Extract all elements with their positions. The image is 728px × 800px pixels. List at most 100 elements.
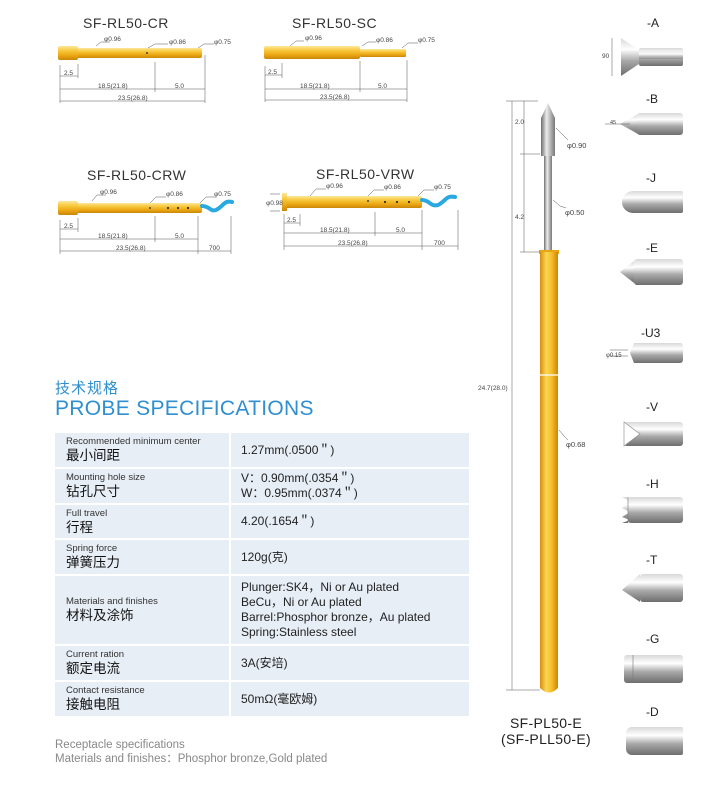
tip-b-label: -B (646, 92, 658, 106)
probe-name: SF-PL50-E (510, 715, 582, 731)
tip-b-angle: 45 (610, 120, 617, 126)
spec-label-en: Recommended minimum center (66, 436, 201, 447)
spec-title-cn: 技术规格 (55, 380, 120, 397)
tip-b-drawing (605, 113, 683, 135)
spec-label-cn: 行程 (66, 519, 93, 535)
probe-total-length: 24.7(28.0) (478, 385, 508, 392)
tip-g-drawing (624, 655, 683, 683)
probe-barrel-diameter: φ0.68 (566, 440, 586, 449)
receptacle-cr-title: SF-RL50-CR (83, 15, 169, 31)
spec-value: W：0.95mm(.0374＂) (241, 486, 358, 500)
spec-row-current: Current ration 额定电流 3A(安培) (55, 645, 469, 681)
spec-row-spring-force: Spring force 弹簧压力 120g(克) (55, 539, 469, 575)
spec-value: Spring:Stainless steel (241, 625, 357, 639)
receptacle-vrw-drawing (270, 188, 459, 250)
receptacle-crw-len-3: 5.0 (175, 233, 185, 240)
spec-value: Barrel:Phosphor bronze，Au plated (241, 610, 431, 624)
receptacle-sc-len-3: 5.0 (378, 83, 388, 90)
spec-row-center: Recommended minimum center 最小间距 1.27mm(.… (55, 433, 469, 468)
receptacle-crw-drawing (58, 194, 234, 254)
tip-a-label: -A (647, 16, 659, 30)
spec-row-hole-size: Mounting hole size 钻孔尺寸 V：0.90mm(.0354＂)… (55, 468, 469, 504)
tip-t-label: -T (646, 553, 658, 567)
receptacle-crw-title: SF-RL50-CRW (87, 167, 187, 183)
tip-h-label: -H (646, 477, 659, 491)
probe-plunger-diameter: φ0.50 (565, 208, 585, 217)
receptacle-vrw-len-4: 23.5(26.8) (338, 240, 368, 247)
receptacle-crw-len-5: 700 (209, 245, 220, 252)
tip-j-label: -J (646, 171, 656, 185)
receptacle-note-line-2: Materials and finishes：Phosphor bronze,G… (55, 753, 328, 765)
tip-d-label: -D (646, 705, 659, 719)
receptacle-vrw-len-3: 5.0 (396, 227, 406, 234)
tip-u3-drawing (610, 343, 683, 363)
receptacle-vrw-dia-1: φ0.96 (326, 183, 343, 190)
receptacle-vrw-dia-3: φ0.75 (434, 184, 451, 191)
receptacle-cr-dia-2: φ0.86 (169, 39, 186, 46)
spec-row-resistance: Contact resistance 接触电阻 50mΩ(毫欧姆) (55, 681, 469, 717)
receptacle-sc-title: SF-RL50-SC (292, 15, 378, 31)
spec-value: BeCu，Ni or Au plated (241, 595, 362, 609)
receptacle-cr-len-1: 2.5 (64, 70, 74, 77)
receptacle-sc-drawing (264, 40, 418, 102)
receptacle-sc-dia-2: φ0.86 (376, 37, 393, 44)
receptacle-vrw-len-2: 18.5(21.8) (320, 227, 350, 234)
tip-t-drawing (622, 574, 683, 602)
receptacle-vrw-dia-4: φ0.98 (266, 200, 283, 207)
spec-label-cn: 接触电阻 (66, 697, 120, 712)
spec-label-cn: 钻孔尺寸 (66, 484, 120, 499)
probe-alt-name: (SF-PLL50-E) (501, 731, 591, 747)
tip-j-drawing (622, 191, 683, 213)
receptacle-vrw-dia-2: φ0.86 (384, 184, 401, 191)
receptacle-crw-len-2: 18.5(21.8) (98, 233, 128, 240)
tip-e-label: -E (646, 241, 658, 255)
spec-value: Plunger:SK4，Ni or Au plated (241, 580, 400, 594)
receptacle-vrw-len-5: 700 (434, 240, 445, 247)
spec-label-en: Contact resistance (66, 685, 145, 696)
tip-v-drawing (623, 421, 683, 447)
spec-label-en: Materials and finishes (66, 596, 158, 607)
spec-label-cn: 材料及涂饰 (66, 608, 134, 623)
tip-a-drawing (611, 38, 683, 76)
tip-u3-dia: φ0.15 (606, 353, 622, 359)
receptacle-sc-len-1: 2.5 (268, 69, 278, 76)
spec-row-travel: Full travel 行程 4.20(.1654＂) (55, 504, 469, 539)
tip-v-label: -V (646, 400, 658, 414)
spec-label-cn: 额定电流 (66, 661, 120, 676)
receptacle-cr-dia-3: φ0.75 (214, 39, 231, 46)
tip-a-angle: 90 (602, 53, 610, 60)
probe-drawing (506, 100, 569, 693)
receptacle-cr-len-2: 18.5(21.8) (98, 83, 128, 90)
spec-label-en: Spring force (66, 543, 118, 554)
tip-d-drawing (626, 727, 683, 755)
probe-tip-length: 2.0 (515, 119, 525, 126)
receptacle-crw-dia-1: φ0.96 (100, 189, 117, 196)
tip-h-drawing (622, 497, 683, 523)
receptacle-vrw-len-1: 2.5 (287, 217, 297, 224)
receptacle-cr-drawing (58, 41, 214, 103)
receptacle-sc-dia-3: φ0.75 (418, 37, 435, 44)
receptacle-cr-dia-1: φ0.96 (104, 36, 121, 43)
receptacle-cr-len-3: 5.0 (175, 83, 185, 90)
spec-label-cn: 最小间距 (66, 448, 120, 463)
spec-value: 120g(克) (241, 549, 288, 564)
receptacle-cr-len-4: 23.5(26.8) (118, 95, 148, 102)
spec-value: V：0.90mm(.0354＂) (241, 471, 355, 485)
probe-plunger-length: 4.2 (515, 214, 525, 221)
spec-label-en: Full travel (66, 507, 108, 519)
receptacle-crw-len-1: 2.5 (64, 223, 74, 230)
receptacle-sc-dia-1: φ0.96 (305, 35, 322, 42)
spec-label-en: Mounting hole size (66, 472, 146, 483)
spec-value: 1.27mm(.0500＂) (241, 442, 335, 457)
tip-u3-label: -U3 (641, 326, 661, 340)
receptacle-crw-len-4: 23.5(26.8) (116, 245, 146, 252)
receptacle-crw-dia-2: φ0.86 (166, 191, 183, 198)
spec-label-cn: 弹簧压力 (66, 555, 120, 570)
spec-value: 4.20(.1654＂) (241, 514, 315, 528)
spec-row-materials: Materials and finishes 材料及涂饰 Plunger:SK4… (55, 575, 469, 645)
spec-label-en: Current ration (66, 649, 125, 660)
tip-e-drawing (620, 259, 683, 285)
spec-table: Recommended minimum center 最小间距 1.27mm(.… (55, 433, 469, 718)
tip-g-label: -G (646, 632, 660, 646)
